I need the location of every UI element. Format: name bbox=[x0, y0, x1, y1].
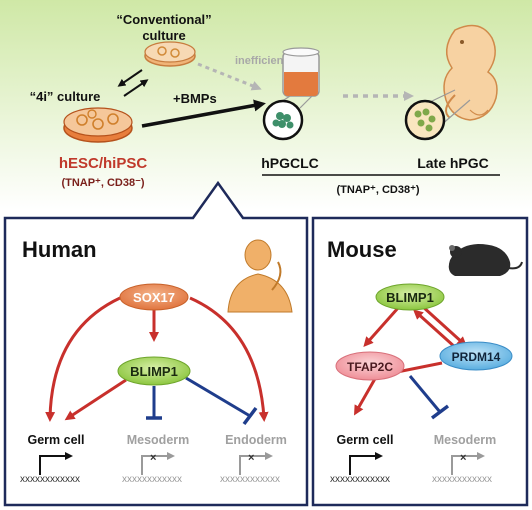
human-title: Human bbox=[22, 237, 97, 262]
conventional-label: “Conventional” bbox=[116, 12, 211, 27]
mouse-germcell-gene-icon: xxxxxxxxxxxx bbox=[330, 452, 390, 485]
human-endoderm-gene-icon: × xxxxxxxxxxxx bbox=[220, 452, 280, 485]
tfap2c-to-germcell-arrow bbox=[354, 376, 378, 416]
mouse-silhouette-icon bbox=[448, 244, 523, 276]
sox17-label: SOX17 bbox=[133, 290, 175, 305]
pgc-markers: (TNAP⁺, CD38⁺) bbox=[336, 184, 419, 196]
human-silhouette-icon bbox=[227, 239, 293, 313]
endoderm-inhibit-bar bbox=[242, 406, 258, 426]
blimp1-inhibit-endoderm bbox=[185, 376, 251, 418]
conventional-label-2: culture bbox=[142, 28, 185, 43]
prdm14-node bbox=[439, 341, 513, 371]
human-blimp1-label: BLIMP1 bbox=[130, 364, 178, 379]
hpgclc-label: hPGCLC bbox=[261, 155, 319, 171]
human-panel bbox=[3, 180, 309, 507]
bmps-arrow bbox=[141, 99, 266, 128]
mouse-mesoderm-label: Mesoderm bbox=[434, 433, 497, 447]
blimp1-to-prdm14-arrow bbox=[420, 304, 467, 347]
inefficient-arrow bbox=[197, 62, 262, 91]
hesc-label: hESC/hiPSC bbox=[59, 155, 148, 172]
human-endoderm-dna: xxxxxxxxxxxx bbox=[220, 474, 280, 485]
late-hpgc-label: Late hPGC bbox=[417, 155, 489, 171]
sox17-to-germcell-arrow bbox=[45, 296, 121, 422]
mouse-blimp1-node bbox=[375, 283, 445, 311]
4i-culture-label: “4i” culture bbox=[30, 89, 101, 104]
mouse-germcell-dna: xxxxxxxxxxxx bbox=[330, 474, 390, 485]
human-germcell-gene-icon: xxxxxxxxxxxx bbox=[20, 452, 80, 485]
to-conventional-arrow bbox=[123, 79, 149, 97]
prdm14-to-blimp1-arrow bbox=[413, 309, 458, 350]
human-mesoderm-gene-icon: × xxxxxxxxxxxx bbox=[122, 452, 182, 485]
conventional-dish-icon bbox=[144, 41, 196, 67]
mouse-germcell-label: Germ cell bbox=[337, 433, 394, 447]
to-4i-arrow bbox=[117, 69, 143, 87]
blimp1-to-tfap2c-arrow bbox=[363, 307, 400, 347]
4i-dish-icon bbox=[63, 107, 133, 143]
tfap2c-inhibit-mesoderm bbox=[408, 375, 442, 413]
tfap2c-label: TFAP2C bbox=[347, 360, 393, 374]
human-mesoderm-label: Mesoderm bbox=[127, 433, 190, 447]
human-blimp1-node bbox=[117, 356, 191, 386]
inefficient-label: inefficient bbox=[235, 55, 287, 67]
embryo-icon bbox=[443, 24, 498, 121]
mouse-mesoderm-gene-icon: × xxxxxxxxxxxx bbox=[432, 452, 492, 485]
mouse-mesoderm-dna: xxxxxxxxxxxx bbox=[432, 474, 492, 485]
human-endoderm-label: Endoderm bbox=[225, 433, 287, 447]
blimp1-to-germcell-arrow bbox=[64, 378, 127, 421]
endoderm-x-icon: × bbox=[248, 452, 254, 464]
mouse-title: Mouse bbox=[327, 237, 397, 262]
mouse-blimp1-label: BLIMP1 bbox=[386, 290, 434, 305]
mesoderm-x-icon: × bbox=[150, 452, 156, 464]
human-germcell-label: Germ cell bbox=[28, 433, 85, 447]
hesc-markers: (TNAP⁺, CD38⁻) bbox=[61, 177, 144, 189]
mouse-mesoderm-inhibit-bar bbox=[430, 404, 450, 420]
hpgclc-magnifier-icon bbox=[262, 95, 313, 141]
sox17-to-endoderm-arrow bbox=[189, 296, 269, 422]
prdm14-label: PRDM14 bbox=[452, 350, 501, 364]
late-hpgc-magnifier-icon bbox=[404, 89, 471, 141]
culture-tube-icon bbox=[282, 47, 320, 97]
human-mesoderm-dna: xxxxxxxxxxxx bbox=[122, 474, 182, 485]
tfap2c-node bbox=[335, 351, 405, 381]
sox17-node bbox=[119, 283, 189, 311]
bmps-label: +BMPs bbox=[173, 91, 217, 106]
mouse-mesoderm-x-icon: × bbox=[460, 452, 466, 464]
human-germcell-dna: xxxxxxxxxxxx bbox=[20, 474, 80, 485]
